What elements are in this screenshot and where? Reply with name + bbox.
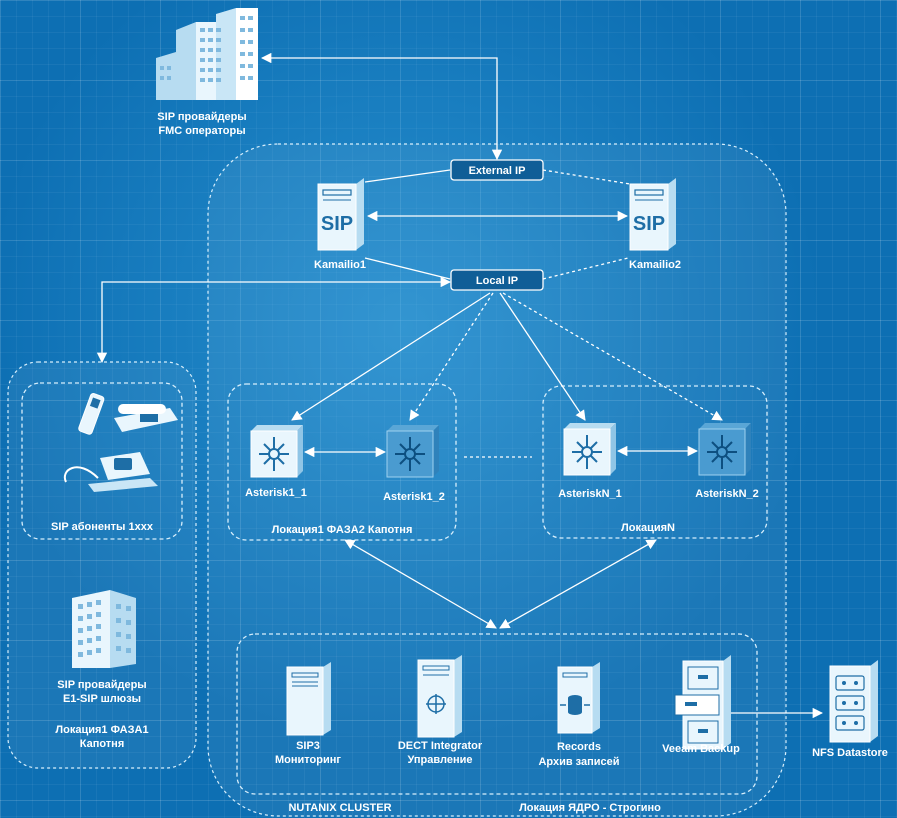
- records-server-icon: [557, 662, 600, 734]
- monitoring-server-icon: [286, 661, 332, 736]
- sip-providers-fmc-label-2: FMC операторы: [158, 125, 245, 137]
- asterisk-cube-icon: [563, 422, 617, 476]
- core-label: Локация ЯДРО - Строгино: [519, 802, 661, 814]
- dect-server-icon: [417, 655, 462, 738]
- sip-subscribers-label: SIP абоненты 1xxx: [51, 521, 154, 533]
- kamailio1-label: Kamailio1: [314, 259, 366, 271]
- kamailio1-external-link: [364, 169, 451, 183]
- sip-providers-e1-label-1: SIP провайдеры: [57, 679, 146, 691]
- veeam-label: Veeam Backup: [662, 743, 740, 755]
- kamailio1-local-link: [364, 257, 451, 280]
- loc1-nutanix-link: [344, 539, 497, 629]
- external-ip-pill: External IP: [450, 159, 544, 181]
- location1-phase1-zone: [7, 361, 197, 769]
- local-subscribers-link: [96, 276, 452, 364]
- dect-label-1: DECT Integrator: [398, 740, 483, 752]
- file-cabinet-icon: [674, 654, 732, 750]
- nfs-label: NFS Datastore: [812, 747, 888, 759]
- location1-phase2-label: Локация1 ФАЗА2 Капотня: [272, 524, 413, 536]
- sip-providers-fmc-label-1: SIP провайдеры: [157, 111, 246, 123]
- nfs-storage-icon: [829, 659, 879, 743]
- local-ip-pill: Local IP: [450, 269, 544, 291]
- sip3-label-1: SIP3: [296, 740, 320, 752]
- location1-phase1-label-1: Локация1 ФАЗА1: [55, 724, 148, 736]
- asterisk-cube-icon: [250, 424, 304, 478]
- nutanix-box: [236, 633, 758, 795]
- asterisk1-1-label: Asterisk1_1: [245, 487, 307, 499]
- asterisk-cube-ghost-icon: [698, 422, 752, 476]
- location-n-label: ЛокацияN: [621, 522, 675, 534]
- svg-text:External IP: External IP: [469, 165, 526, 177]
- location1-phase1-label-2: Капотня: [80, 738, 125, 750]
- asterisk1-2-label: Asterisk1_2: [383, 491, 445, 503]
- location-n-box: [542, 385, 768, 539]
- local-asterisk1-1-link: [291, 292, 491, 421]
- sip-server-ghost-icon: [629, 177, 677, 251]
- kamailio2-label: Kamailio2: [629, 259, 681, 271]
- building-icon: [72, 590, 136, 668]
- records-label-1: Records: [557, 741, 601, 753]
- sip-subscribers-box: [21, 382, 183, 540]
- building-icon: [156, 8, 258, 100]
- asteriskn-1-label: AsteriskN_1: [558, 488, 622, 500]
- kamailio2-external-link: [542, 169, 631, 185]
- asterisk-cube-ghost-icon: [386, 424, 440, 478]
- ip-phone-icon: [63, 393, 178, 492]
- dect-label-2: Управление: [407, 754, 472, 766]
- svg-text:Local IP: Local IP: [476, 275, 518, 287]
- locn-nutanix-link: [499, 539, 657, 629]
- location1-phase2-box: [227, 383, 457, 541]
- asteriskn-2-label: AsteriskN_2: [695, 488, 759, 500]
- local-asterisk1-2-link: [409, 292, 494, 421]
- local-asteriskn-2-link: [502, 292, 723, 421]
- nutanix-label: NUTANIX CLUSTER: [288, 802, 391, 814]
- sip-providers-e1-label-2: E1-SIP шлюзы: [63, 693, 141, 705]
- records-label-2: Архив записей: [538, 756, 619, 768]
- fmc-external-link: [260, 52, 503, 161]
- sip3-label-2: Мониторинг: [275, 754, 341, 766]
- kamailio2-local-link: [542, 257, 629, 280]
- sip-server-icon: [317, 177, 365, 251]
- local-asteriskn-1-link: [499, 292, 586, 421]
